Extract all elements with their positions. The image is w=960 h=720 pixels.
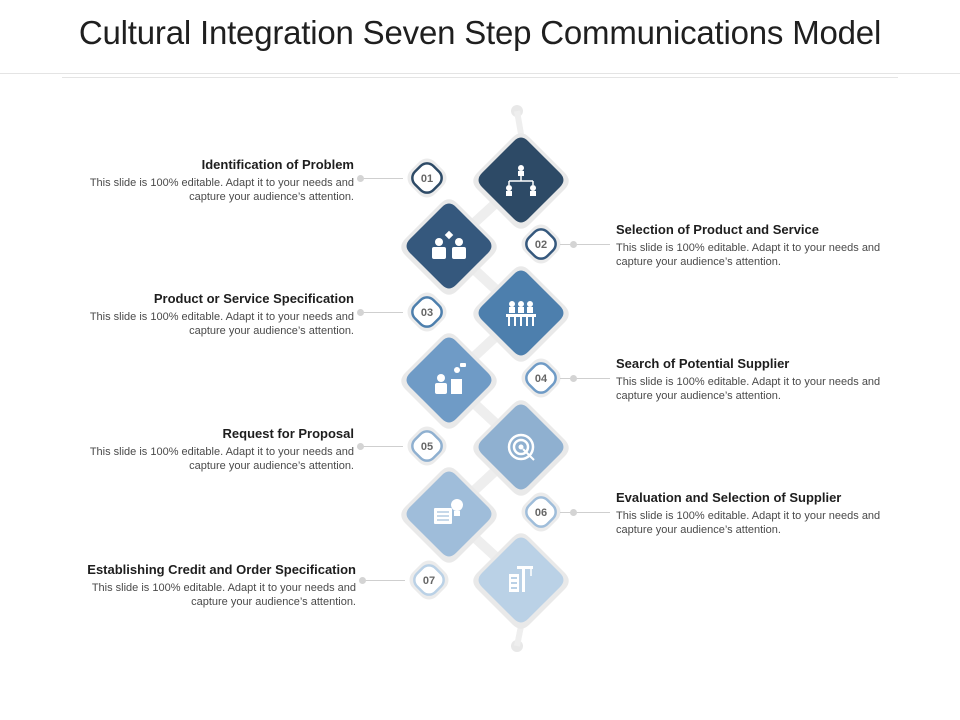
- step-title: Selection of Product and Service: [616, 222, 819, 237]
- diamond-shape: [406, 337, 492, 423]
- step-title: Request for Proposal: [222, 426, 354, 441]
- step-description-line: This slide is 100% editable. Adapt it to…: [616, 376, 881, 388]
- badge-ring: [525, 362, 557, 394]
- step-title: Establishing Credit and Order Specificat…: [87, 562, 356, 577]
- step-diamond: [473, 266, 569, 362]
- badge-ring: [411, 430, 443, 462]
- connector-line: [560, 244, 610, 245]
- diamond-group: [401, 133, 569, 629]
- step-number-badge: 01: [407, 158, 447, 198]
- step-title: Identification of Problem: [201, 157, 354, 172]
- step-number: 02: [535, 239, 547, 251]
- connector-dot: [357, 175, 364, 182]
- connector-line: [365, 580, 405, 581]
- badge-ring: [411, 162, 443, 194]
- step-title: Search of Potential Supplier: [616, 356, 790, 371]
- step-description: This slide is 100% editable. Adapt it to…: [54, 310, 354, 338]
- slide-title: Cultural Integration Seven Step Communic…: [78, 14, 882, 51]
- step-diamond: [401, 467, 497, 563]
- business-people-icon: [432, 230, 466, 259]
- step-description-line: This slide is 100% editable. Adapt it to…: [616, 510, 881, 522]
- step-number-badge: 04: [521, 358, 561, 398]
- step-description-line: capture your audience’s attention.: [616, 256, 781, 268]
- step-title: Product or Service Specification: [153, 291, 354, 306]
- step-description: This slide is 100% editable. Adapt it to…: [54, 445, 354, 473]
- step-description-line: capture your audience’s attention.: [616, 524, 781, 536]
- step-description-line: capture your audience’s attention.: [189, 325, 354, 337]
- badge-ring: [411, 296, 443, 328]
- step-number-badge: 06: [521, 492, 561, 532]
- step-title: Evaluation and Selection of Supplier: [616, 490, 842, 505]
- connector-line: [363, 178, 403, 179]
- step-number-badge: 02: [521, 224, 561, 264]
- connector-dot: [359, 577, 366, 584]
- step-description-line: capture your audience’s attention.: [189, 191, 354, 203]
- number-badge-group: 01 02 03 04 05 06 07: [407, 158, 561, 600]
- step-number-badge: 03: [407, 292, 447, 332]
- step-description-line: capture your audience’s attention.: [616, 390, 781, 402]
- badge-ring: [525, 496, 557, 528]
- connector-dot: [570, 375, 577, 382]
- step-description-line: This slide is 100% editable. Adapt it to…: [89, 311, 354, 323]
- step-description: This slide is 100% editable. Adapt it to…: [616, 241, 916, 269]
- meeting-table-icon: [506, 301, 536, 326]
- connector-line: [363, 446, 403, 447]
- step-description-line: capture your audience’s attention.: [191, 596, 356, 608]
- step-diamond: [401, 333, 497, 429]
- step-number: 04: [535, 373, 548, 385]
- step-number: 05: [421, 441, 433, 453]
- step-05-text: Request for Proposal This slide is 100% …: [54, 426, 354, 473]
- connector-line: [560, 378, 610, 379]
- document-lightbulb-icon: [434, 499, 463, 524]
- connector-line: [363, 312, 403, 313]
- step-06-text: Evaluation and Selection of Supplier Thi…: [616, 490, 916, 537]
- step-number-badge: 07: [409, 560, 449, 600]
- step-description: This slide is 100% editable. Adapt it to…: [616, 375, 916, 403]
- title-underline: [62, 77, 898, 78]
- step-07-text: Establishing Credit and Order Specificat…: [56, 562, 356, 609]
- step-diamond: [401, 199, 497, 295]
- connector-dot: [570, 241, 577, 248]
- step-description: This slide is 100% editable. Adapt it to…: [56, 581, 356, 609]
- badge-ring: [525, 228, 557, 260]
- connector-dot: [357, 443, 364, 450]
- step-diamond: [473, 400, 569, 496]
- building-crane-icon: [509, 566, 533, 592]
- step-02-text: Selection of Product and Service This sl…: [616, 222, 916, 269]
- step-description: This slide is 100% editable. Adapt it to…: [616, 509, 916, 537]
- spine-segment: [514, 110, 524, 135]
- connector-line: [560, 512, 610, 513]
- connector-dot: [570, 509, 577, 516]
- step-01-text: Identification of Problem This slide is …: [54, 157, 354, 204]
- diamond-shape: [406, 203, 492, 289]
- presenter-audience-icon: [435, 363, 466, 394]
- step-04-text: Search of Potential Supplier This slide …: [616, 356, 916, 403]
- diamond-shape: [478, 537, 564, 623]
- step-description-line: capture your audience’s attention.: [189, 460, 354, 472]
- step-description-line: This slide is 100% editable. Adapt it to…: [89, 446, 354, 458]
- step-03-text: Product or Service Specification This sl…: [54, 291, 354, 338]
- connector-dot: [357, 309, 364, 316]
- badge-ring: [413, 564, 445, 596]
- step-number: 07: [423, 575, 435, 587]
- step-diamond: [473, 133, 569, 229]
- step-number: 03: [421, 307, 433, 319]
- step-description-line: This slide is 100% editable. Adapt it to…: [91, 582, 356, 594]
- step-number-badge: 05: [407, 426, 447, 466]
- org-chart-icon: [506, 165, 536, 196]
- title-divider: [0, 73, 960, 74]
- step-description: This slide is 100% editable. Adapt it to…: [54, 176, 354, 204]
- spine-segment: [514, 625, 524, 647]
- step-description-line: This slide is 100% editable. Adapt it to…: [616, 242, 881, 254]
- step-description-line: This slide is 100% editable. Adapt it to…: [89, 177, 354, 189]
- step-diamond: [473, 533, 569, 629]
- step-number: 06: [535, 507, 547, 519]
- step-number: 01: [421, 173, 433, 185]
- target-icon: [507, 433, 535, 461]
